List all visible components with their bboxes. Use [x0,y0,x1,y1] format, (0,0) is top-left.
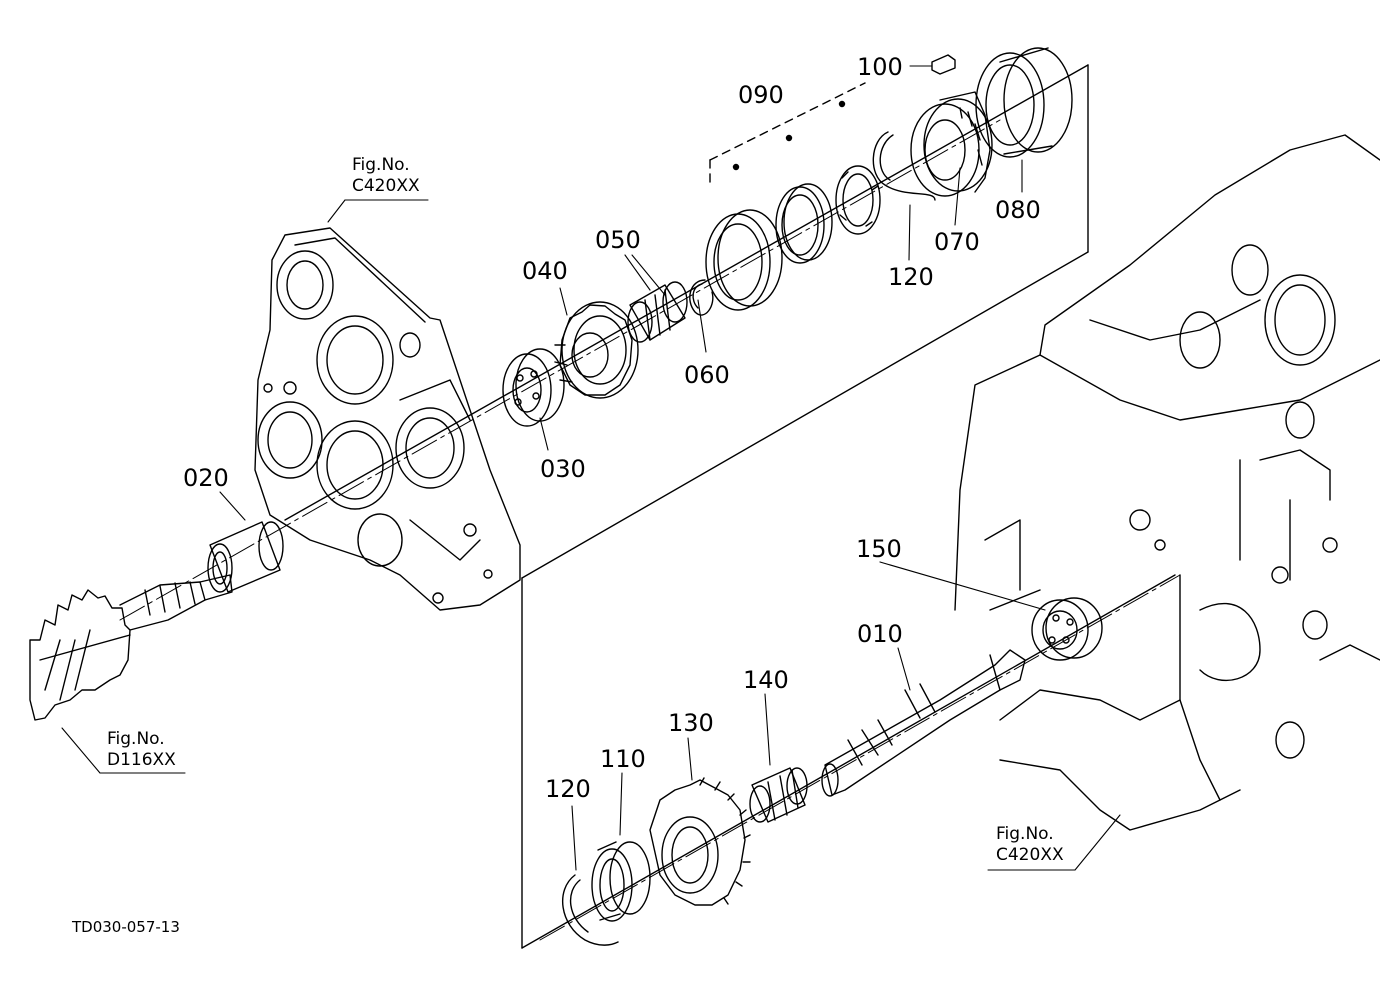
part-120-snap-ring-upper [873,132,935,200]
label-part-110: 110 [600,745,646,773]
label-part-120-lower: 120 [545,775,591,803]
part-050-needle-bearing [628,282,687,342]
part-130-gear [650,778,750,905]
transmission-case [955,135,1380,830]
part-040-gear [555,302,638,398]
part-080-gear [976,48,1072,157]
part-150-bearing [1032,598,1102,660]
gear-case-cover [255,228,520,610]
fig-ref-lower-left-code: D116XX [107,750,176,771]
label-part-010: 010 [857,620,903,648]
label-part-090: 090 [738,81,784,109]
part-010-output-shaft [822,650,1025,796]
fig-ref-upper-left-code: C420XX [352,176,420,197]
fig-ref-lower-left-title: Fig.No. [107,729,165,749]
label-part-020: 020 [183,464,229,492]
label-part-070: 070 [934,228,980,256]
fig-ref-upper-left-title: Fig.No. [352,155,410,175]
fig-ref-lower-right: Fig.No. C420XX [996,824,1064,867]
label-part-120-upper: 120 [888,263,934,291]
part-090-synchro-set [706,166,880,310]
bracket-090 [710,83,865,185]
fig-ref-lower-left: Fig.No. D116XX [107,729,176,772]
label-part-050: 050 [595,226,641,254]
label-part-030: 030 [540,455,586,483]
label-part-040: 040 [522,257,568,285]
part-070-sleeve [911,92,992,196]
leader-lines [62,66,1120,870]
part-100-key [932,55,955,74]
part-120-snap-ring-lower [563,875,618,945]
axis-lines [120,120,1180,940]
label-part-150: 150 [856,535,902,563]
leader-dots [734,102,845,170]
fig-ref-lower-right-title: Fig.No. [996,824,1054,844]
part-110-ring [592,842,650,921]
fig-ref-lower-right-code: C420XX [996,845,1064,866]
fig-ref-upper-left: Fig.No. C420XX [352,155,420,198]
part-020-bush [208,522,283,592]
label-part-100: 100 [857,53,903,81]
part-060-snap-ring [690,280,713,315]
drawing-code: TD030-057-13 [72,918,180,936]
label-part-080: 080 [995,196,1041,224]
part-140-needle-bearing [750,768,807,822]
label-part-060: 060 [684,361,730,389]
label-part-140: 140 [743,666,789,694]
input-shaft-gear [30,575,232,720]
part-030-bearing [503,349,564,426]
label-part-130: 130 [668,709,714,737]
